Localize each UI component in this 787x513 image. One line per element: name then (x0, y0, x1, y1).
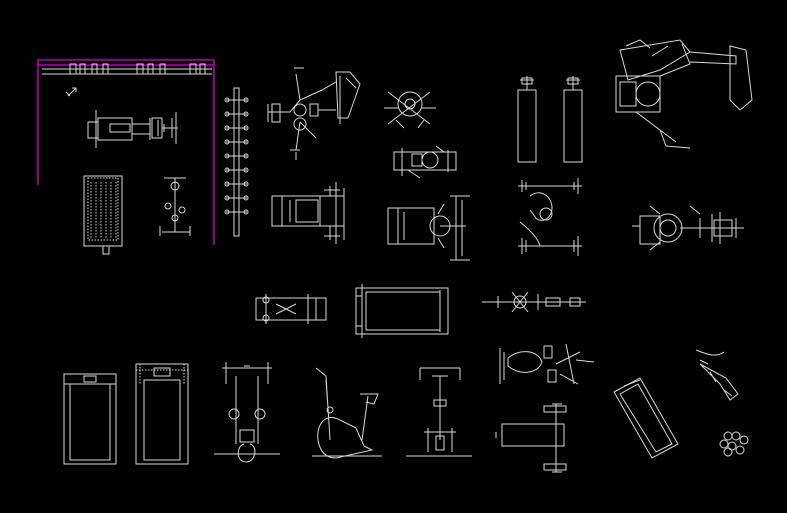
punching-bags (517, 76, 583, 163)
chest-press-machine (393, 145, 457, 179)
barbell-station (518, 178, 582, 256)
multi-station-gym (267, 67, 361, 160)
elliptical-trainer (214, 362, 280, 463)
cable-crossover-machine (615, 39, 753, 149)
gym-room-outline (37, 59, 215, 245)
leg-press-machine (271, 182, 345, 244)
weight-stack (83, 175, 123, 255)
chest-fly-machine (384, 91, 436, 129)
treadmill-with-console (135, 363, 189, 465)
seated-press-machine (632, 205, 744, 251)
dumbbell-rack (224, 87, 249, 237)
leg-curl-machine (499, 343, 595, 385)
treadmill-angled (613, 377, 679, 459)
cursor-icon (65, 87, 77, 97)
upright-cable-station (406, 367, 472, 457)
weight-plate-tree (159, 177, 191, 236)
weight-plates (719, 431, 749, 457)
treadmill (63, 373, 117, 465)
treadmill-horizontal (355, 284, 449, 338)
flat-bench-press (495, 403, 567, 473)
stair-climber (695, 349, 739, 401)
lat-pulldown-machine (387, 195, 470, 261)
rowing-machine (482, 291, 586, 313)
exercise-bike (312, 367, 382, 459)
ab-bench (255, 294, 327, 324)
weight-bench (87, 110, 178, 148)
